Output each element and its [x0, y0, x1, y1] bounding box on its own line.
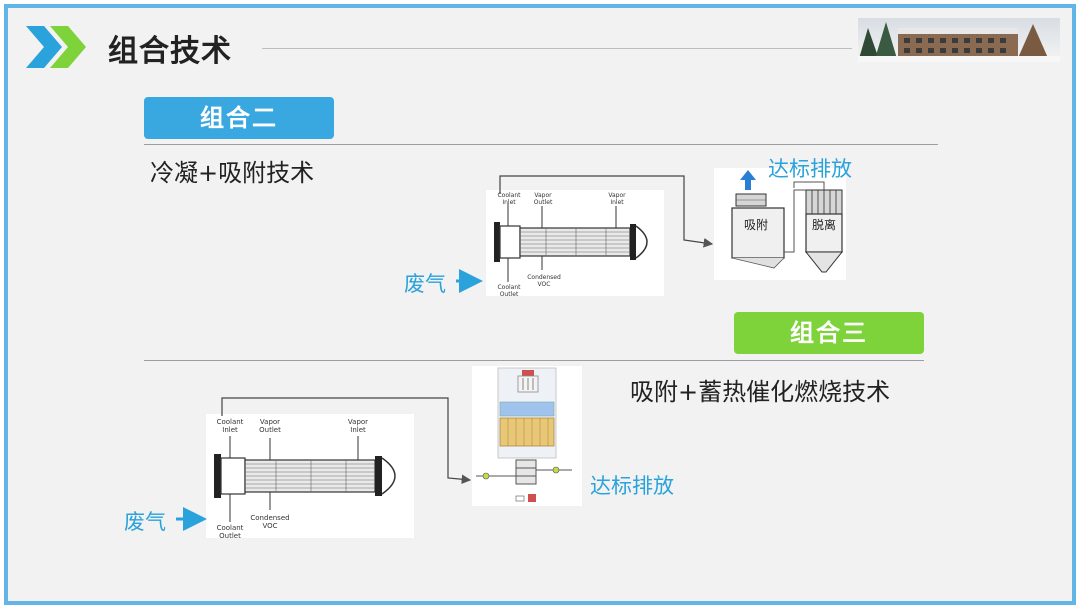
- adsorption-unit-diagram: 吸附 脱离: [714, 168, 846, 280]
- label-vapor-inlet-1: Vapor Inlet: [608, 192, 626, 206]
- label-coolant-outlet-2: Coolant Outlet: [216, 524, 244, 540]
- header-photo-image: [858, 18, 1060, 62]
- title-divider: [262, 48, 852, 49]
- combo2-badge: 组合二: [144, 97, 334, 139]
- rto-unit-diagram: [472, 366, 582, 506]
- desorb-label: 脱离: [812, 218, 837, 232]
- combo3-waste-gas-label: 废气: [124, 510, 166, 534]
- combo2-subtitle: 冷凝+吸附技术: [150, 159, 315, 187]
- combo2-emission-label: 达标排放: [768, 157, 852, 181]
- combo3-emission-label: 达标排放: [590, 474, 674, 498]
- label-vapor-outlet-1: Vapor Outlet: [533, 192, 553, 206]
- label-condensed-voc-2: Condensed VOC: [250, 514, 290, 530]
- condenser-diagram-2: Coolant Inlet Vapor Outlet Vapor Inlet C…: [206, 414, 414, 540]
- label-vapor-outlet-2: Vapor Outlet: [259, 418, 281, 434]
- chevron-logo-icon: [26, 26, 86, 68]
- condenser-diagram-1: Coolant Inlet Vapor Outlet Vapor Inlet C…: [486, 190, 664, 298]
- combo3-badge: 组合三: [734, 312, 924, 354]
- combo2-waste-gas-label: 废气: [404, 272, 446, 296]
- label-coolant-inlet-1: Coolant Inlet: [497, 192, 521, 206]
- adsorb-label: 吸附: [744, 218, 769, 232]
- combo2-divider: [144, 144, 938, 145]
- combo3-subtitle: 吸附+蓄热催化燃烧技术: [630, 378, 891, 406]
- label-condensed-voc-1: Condensed VOC: [527, 274, 561, 288]
- label-vapor-inlet-2: Vapor Inlet: [347, 418, 369, 434]
- label-coolant-outlet-1: Coolant Outlet: [497, 284, 521, 298]
- page-title: 组合技术: [108, 34, 232, 69]
- label-coolant-inlet-2: Coolant Inlet: [216, 418, 244, 434]
- combo3-divider: [144, 360, 924, 361]
